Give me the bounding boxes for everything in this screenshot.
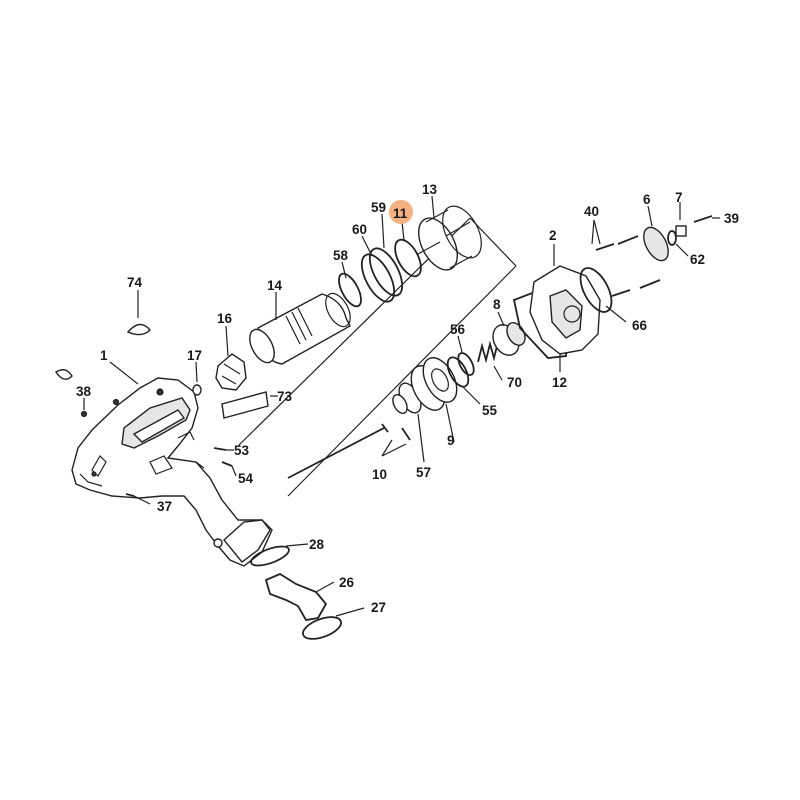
label-57[interactable]: 57 [416,465,431,480]
label-17[interactable]: 17 [187,348,202,363]
label-70[interactable]: 70 [507,375,522,390]
label-14[interactable]: 14 [267,278,283,293]
part-59-ring [368,247,404,297]
label-53[interactable]: 53 [234,443,250,458]
label-59[interactable]: 59 [371,200,386,215]
part-28-gasket [250,545,290,567]
label-27[interactable]: 27 [371,600,386,615]
highlight-marker [389,200,413,224]
part-13-cage [417,205,482,271]
tool-housing [71,377,273,567]
label-2[interactable]: 2 [549,228,557,243]
label-54[interactable]: 54 [238,471,254,486]
leader-lines [83,195,720,617]
part-40-bolts [595,235,661,297]
part-27-gasket [302,616,342,640]
label-55[interactable]: 55 [482,403,498,418]
part-37-screw [125,493,135,497]
label-66[interactable]: 66 [632,318,648,333]
label-26[interactable]: 26 [339,575,355,590]
label-10[interactable]: 10 [372,467,387,482]
label-74[interactable]: 74 [127,275,143,290]
part-39-screw [693,215,713,223]
label-1[interactable]: 1 [100,348,108,363]
label-37[interactable]: 37 [157,499,172,514]
part-38-cap [55,369,88,418]
label-73[interactable]: 73 [277,389,293,404]
part-17-clip [192,384,202,396]
label-6[interactable]: 6 [643,192,651,207]
label-39[interactable]: 39 [724,211,739,226]
part-70-spring [477,340,499,364]
label-16[interactable]: 16 [217,311,233,326]
part-26-gasket [264,572,328,621]
part-60-ring [360,253,396,303]
part-8-gear [492,322,526,356]
label-11[interactable]: 11 [393,206,408,221]
part-6-plate [643,226,669,262]
part-14-cylinder [249,292,351,365]
label-38[interactable]: 38 [76,384,92,399]
label-28[interactable]: 28 [309,537,325,552]
part-74-cap [126,323,151,336]
label-40[interactable]: 40 [584,204,599,219]
part-10-blades [287,423,411,479]
part-2-front-housing [529,265,601,355]
part-62-ring [667,230,677,246]
part-66-gasket [579,267,613,313]
part-labels: 74 1 38 17 16 14 58 60 59 11 13 73 53 54… [76,182,739,615]
part-11-ring [394,238,422,278]
label-13[interactable]: 13 [422,182,438,197]
label-60[interactable]: 60 [352,222,367,237]
label-58[interactable]: 58 [333,248,349,263]
part-55-ring [446,356,470,388]
label-12[interactable]: 12 [552,375,567,390]
part-54-pin [221,461,233,467]
part-16-valve [215,353,247,391]
part-53-pin [213,447,227,451]
part-7-bushing [675,225,687,237]
part-58-ring [338,272,362,308]
part-73-plate [221,391,269,419]
label-7[interactable]: 7 [675,190,683,205]
part-56-ring [457,352,475,376]
label-9[interactable]: 9 [447,433,455,448]
label-56[interactable]: 56 [450,322,466,337]
label-8[interactable]: 8 [493,297,501,312]
label-62[interactable]: 62 [690,252,705,267]
